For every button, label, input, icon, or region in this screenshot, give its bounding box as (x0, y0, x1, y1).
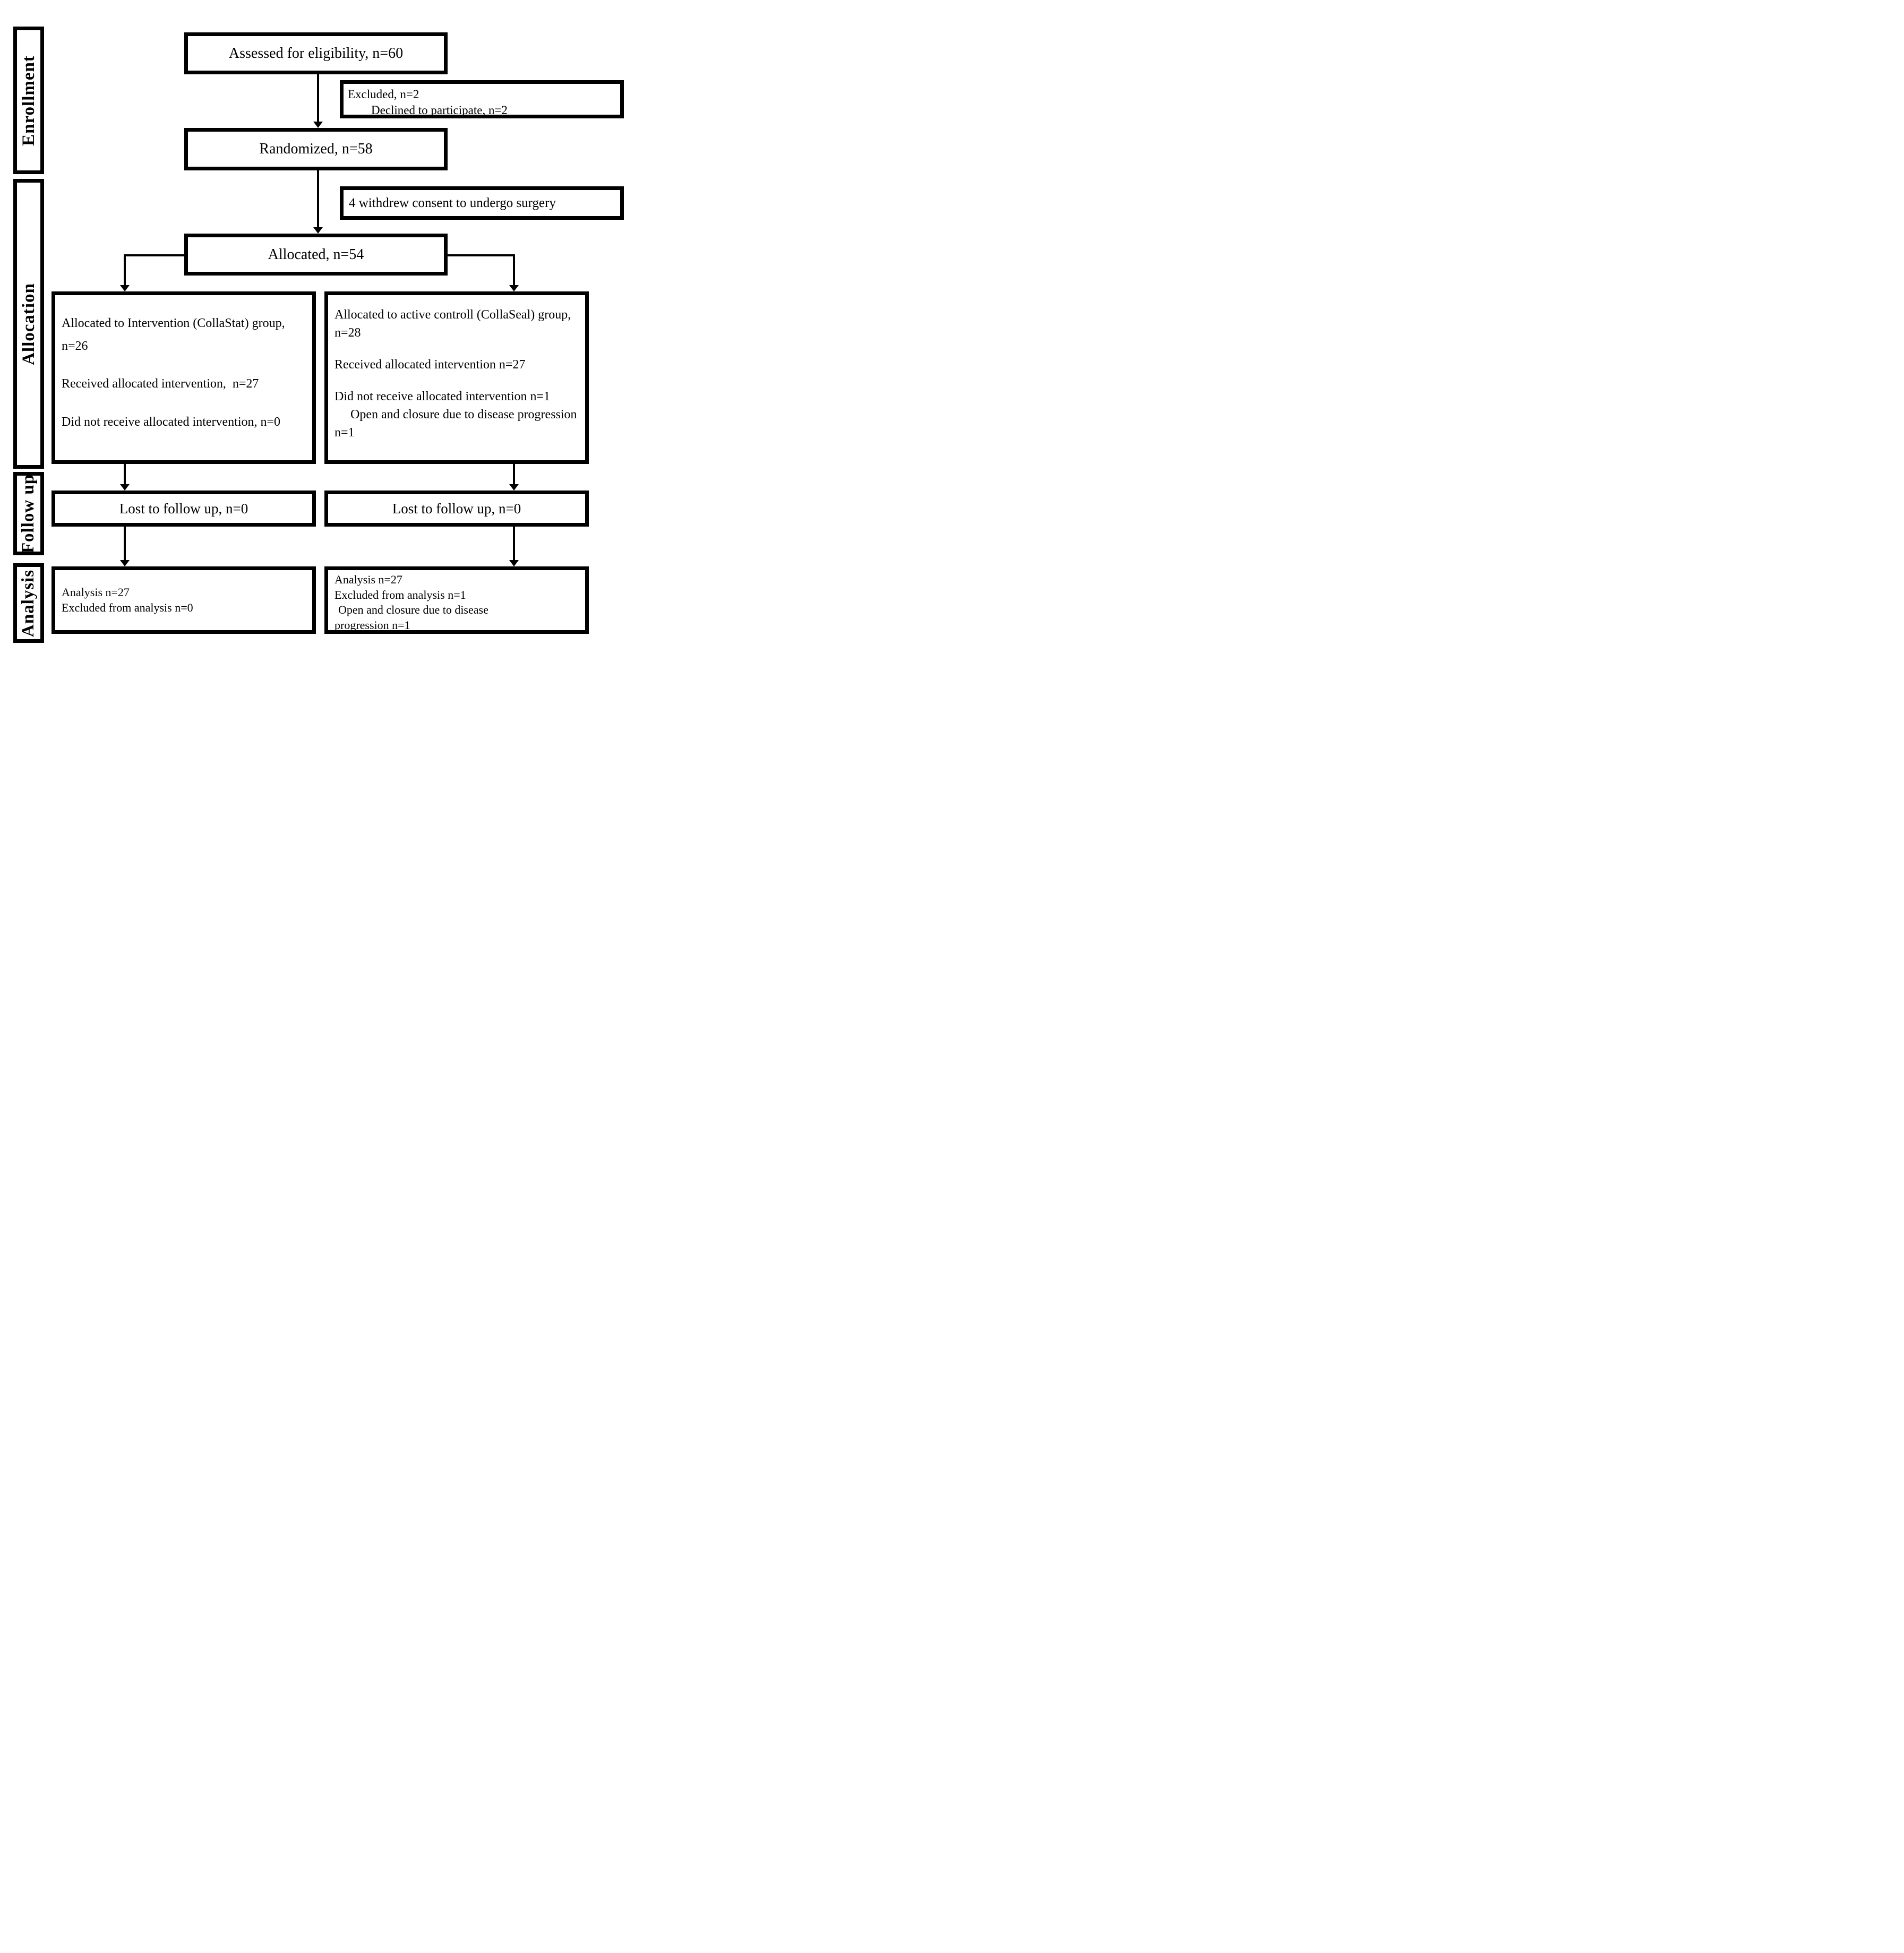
stage-label-follow-up: Follow up (19, 474, 38, 554)
stage-label-allocation: Allocation (19, 282, 38, 365)
stage-box-follow-up: Follow up (13, 472, 44, 555)
arrowhead-analysis-right (509, 560, 519, 566)
analysis-left-line1: Analysis n=27 (62, 585, 130, 599)
stage-box-allocation: Allocation (13, 179, 44, 469)
connector-control-followup-line (513, 464, 515, 485)
box-assessed-for-eligibility: Assessed for eligibility, n=60 (184, 32, 448, 74)
stage-box-analysis: Analysis (13, 563, 44, 643)
analysis-right-line3: Open and closure due to disease progress… (335, 603, 492, 632)
connector-allocated-left-hline (124, 254, 184, 256)
box-analysis-left: Analysis n=27 Excluded from analysis n=0 (52, 566, 316, 634)
intervention-para1: Allocated to Intervention (CollaStat) gr… (62, 316, 288, 354)
connector-assessed-randomized-line (317, 74, 319, 122)
box-lost-followup-left: Lost to follow up, n=0 (52, 491, 316, 527)
connector-intervention-followup-line (124, 464, 126, 485)
arrowhead-randomized (313, 122, 323, 128)
stage-label-enrollment: Enrollment (19, 55, 38, 146)
excluded-line2: Declined to participate, n=2 (371, 103, 508, 117)
randomized-text: Randomized, n=58 (259, 141, 373, 157)
intervention-para2: Received allocated intervention, n=27 (62, 377, 259, 391)
box-lost-followup-right: Lost to follow up, n=0 (324, 491, 589, 527)
consort-flow-diagram: Enrollment Allocation Follow up Analysis… (0, 0, 634, 651)
box-randomized: Randomized, n=58 (184, 128, 448, 170)
box-analysis-right: Analysis n=27 Excluded from analysis n=1… (324, 566, 589, 634)
control-para1: Allocated to active controll (CollaSeal)… (335, 308, 574, 340)
lost-followup-right-text: Lost to follow up, n=0 (392, 500, 521, 517)
intervention-para3: Did not receive allocated intervention, … (62, 415, 281, 429)
stage-label-analysis: Analysis (19, 569, 38, 637)
box-excluded: Excluded, n=2 Declined to participate, n… (340, 80, 624, 118)
control-para2: Received allocated intervention n=27 (335, 358, 526, 372)
box-withdrew-consent: 4 withdrew consent to undergo surgery (340, 186, 624, 220)
arrowhead-intervention-group (120, 285, 130, 291)
assessed-text: Assessed for eligibility, n=60 (228, 45, 404, 62)
lost-followup-left-text: Lost to follow up, n=0 (119, 500, 248, 517)
connector-allocated-left-vline (124, 254, 126, 285)
control-para3: Did not receive allocated intervention n… (335, 390, 551, 404)
connector-followup-analysis-left-line (124, 527, 126, 561)
control-para4: Open and closure due to disease progress… (335, 408, 580, 440)
excluded-line1: Excluded, n=2 (348, 88, 419, 101)
analysis-right-line2: Excluded from analysis n=1 (335, 588, 466, 601)
connector-followup-analysis-right-line (513, 527, 515, 561)
stage-box-enrollment: Enrollment (13, 27, 44, 174)
analysis-right-line1: Analysis n=27 (335, 573, 402, 586)
box-intervention-group: Allocated to Intervention (CollaStat) gr… (52, 291, 316, 464)
analysis-left-line2: Excluded from analysis n=0 (62, 600, 193, 614)
allocated-text: Allocated, n=54 (268, 246, 364, 263)
withdrew-text: 4 withdrew consent to undergo surgery (349, 195, 556, 210)
arrowhead-allocated (313, 227, 323, 234)
arrowhead-analysis-left (120, 560, 130, 566)
connector-allocated-right-vline (513, 254, 515, 285)
connector-allocated-right-hline (448, 254, 515, 256)
arrowhead-followup-left (120, 484, 130, 491)
box-allocated: Allocated, n=54 (184, 234, 448, 276)
arrowhead-control-group (509, 285, 519, 291)
box-control-group: Allocated to active controll (CollaSeal)… (324, 291, 589, 464)
arrowhead-followup-right (509, 484, 519, 491)
connector-randomized-allocated-line (317, 170, 319, 227)
